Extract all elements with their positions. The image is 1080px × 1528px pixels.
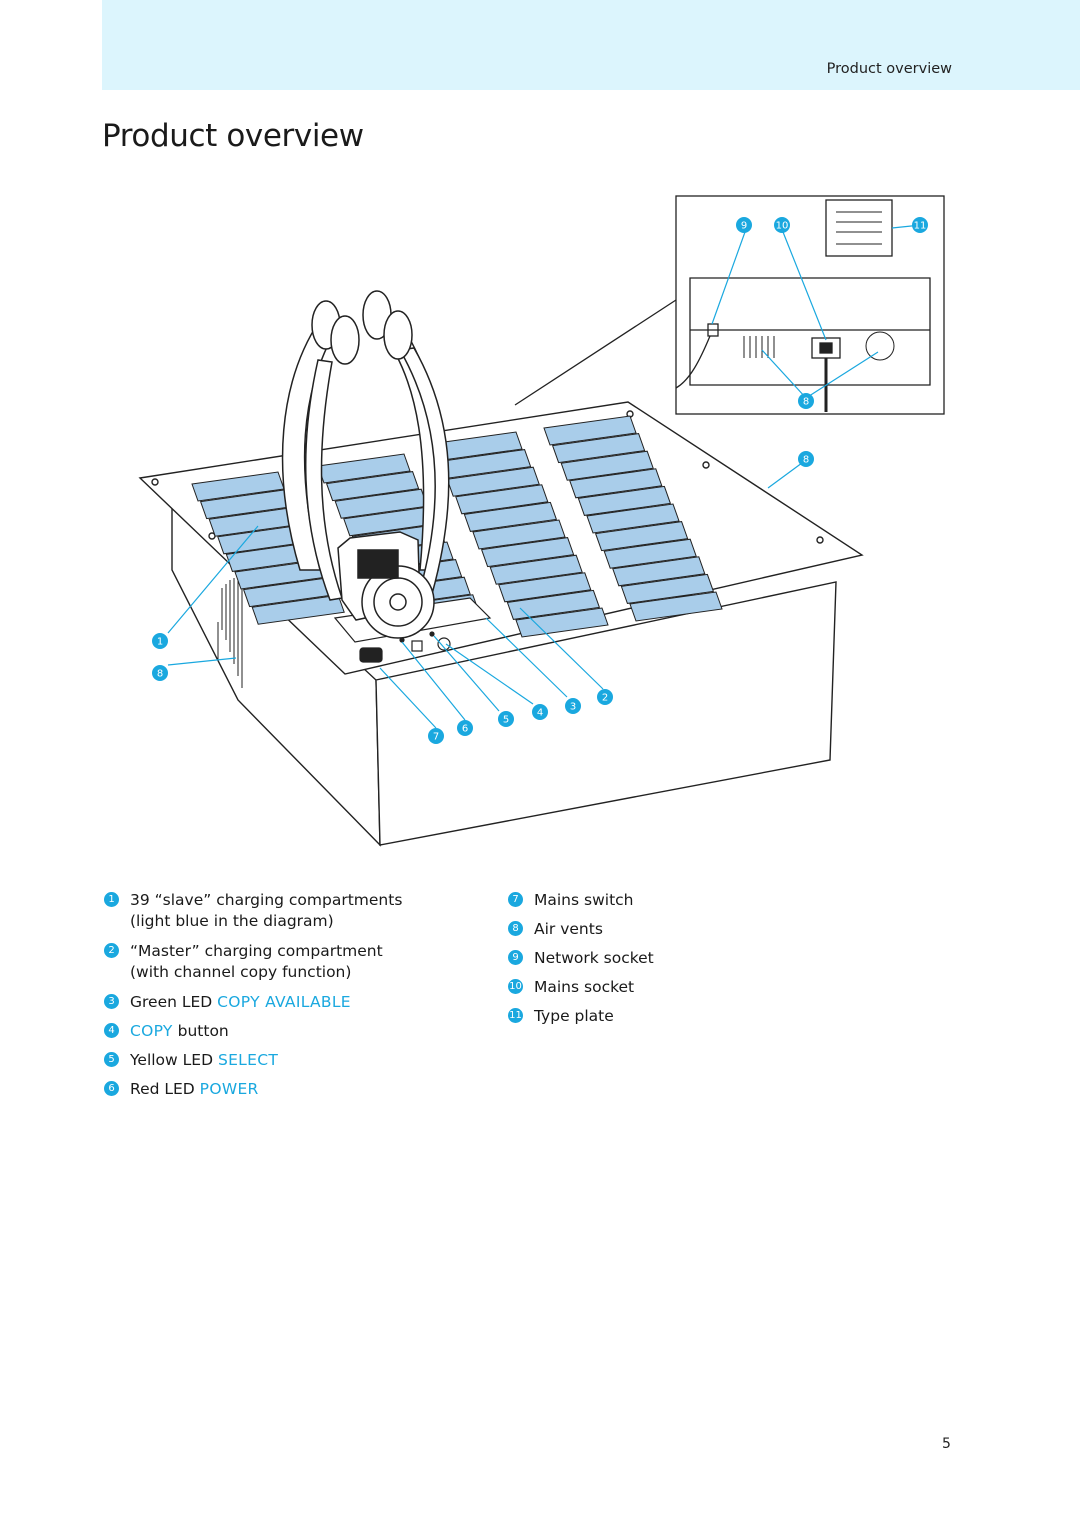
callout-badge-circle xyxy=(736,217,752,233)
callout-badge-label: 4 xyxy=(537,708,543,719)
legend-highlight: SELECT xyxy=(217,1051,279,1069)
diagram-callouts: 1 8 7 6 5 4 3 2 9 10 11 8 8 xyxy=(152,217,928,744)
compartment xyxy=(325,471,420,502)
compartment xyxy=(594,521,689,552)
left-air-vents xyxy=(217,578,243,688)
copy-available-led-symbol xyxy=(411,640,423,652)
legend-text-continued: (with channel copy function) xyxy=(130,963,352,981)
compartment xyxy=(498,572,592,603)
callout-badge-circle xyxy=(912,217,928,233)
callout-badge-label: 8 xyxy=(157,669,163,680)
callout-number-badge: 2 xyxy=(104,943,119,958)
callout-number-badge: 6 xyxy=(104,1081,119,1096)
running-header: Product overview xyxy=(826,61,952,77)
callout-badge-label: 8 xyxy=(803,397,809,408)
compartment xyxy=(577,485,672,516)
compartment xyxy=(551,433,646,464)
compartment xyxy=(629,591,723,622)
callout-number-badge: 4 xyxy=(104,1023,119,1038)
callout-badge-circle xyxy=(498,711,514,727)
legend-text: 39 “slave” charging compartments xyxy=(130,891,403,909)
compartment xyxy=(463,501,558,532)
callout-badge-label: 10 xyxy=(776,221,789,232)
compartment xyxy=(612,556,706,587)
callout-badge-circle xyxy=(798,393,814,409)
compartment xyxy=(251,594,345,625)
compartment xyxy=(586,503,680,534)
callout-badge-circle xyxy=(798,451,814,467)
legend-text: Type plate xyxy=(534,1007,614,1025)
legend-highlight: COPY xyxy=(130,1022,173,1040)
compartment xyxy=(446,466,540,497)
callout-badge-label: 3 xyxy=(570,702,576,713)
compartment xyxy=(472,519,566,550)
compartment xyxy=(480,537,575,568)
network-socket xyxy=(707,323,719,337)
callout-badge-label: 8 xyxy=(803,455,809,466)
legend-text: “Master” charging compartment xyxy=(130,942,383,960)
page-number: 5 xyxy=(942,1436,951,1452)
legend-text: Mains switch xyxy=(534,891,634,909)
callout-badge-label: 6 xyxy=(462,724,468,735)
compartment xyxy=(620,573,715,604)
callout-number-badge: 3 xyxy=(104,994,119,1009)
callout-badge-label: 7 xyxy=(433,732,439,743)
callout-badge-circle xyxy=(457,720,473,736)
callout-number-badge: 7 xyxy=(508,892,523,907)
callout-number-badge: 1 xyxy=(104,892,119,907)
legend-text: Mains socket xyxy=(534,978,635,996)
leader-lines xyxy=(167,224,922,729)
callout-number-badge: 9 xyxy=(508,950,523,965)
callout-badge-circle xyxy=(565,698,581,714)
legend-highlight: POWER xyxy=(199,1080,259,1098)
compartment xyxy=(560,450,654,481)
legend-text-continued: (light blue in the diagram) xyxy=(130,912,334,930)
compartment xyxy=(543,415,637,446)
callout-badge-circle xyxy=(152,633,168,649)
compartment xyxy=(603,538,697,569)
callout-number-badge: 10 xyxy=(508,979,523,994)
callout-badge-circle xyxy=(532,704,548,720)
callout-badge-label: 2 xyxy=(602,693,608,704)
headset-illustration xyxy=(281,290,450,639)
callout-badge-circle xyxy=(597,689,613,705)
compartment xyxy=(506,589,601,620)
legend-highlight: COPY AVAILABLE xyxy=(217,993,351,1011)
rear-panel-inset xyxy=(514,195,945,415)
legend-text: Network socket xyxy=(534,949,654,967)
mains-switch xyxy=(359,647,383,663)
callout-badge-label: 1 xyxy=(157,637,163,648)
callout-badge-label: 9 xyxy=(741,221,747,232)
legend-text: button xyxy=(172,1022,229,1040)
compartment xyxy=(569,468,663,499)
legend-right: 7 Mains switch 8 Air vents 9 Network soc… xyxy=(508,890,708,1030)
legend-text: Red LED xyxy=(130,1080,200,1098)
legend-left: 1 39 “slave” charging compartments (light… xyxy=(104,890,424,1110)
power-symbol xyxy=(437,637,451,651)
legend-text: Air vents xyxy=(534,920,603,938)
callout-badge-circle xyxy=(152,665,168,681)
product-diagram: 1 8 7 6 5 4 3 2 9 10 11 8 8 xyxy=(138,195,945,847)
page-title: Product overview xyxy=(102,118,364,154)
compartment xyxy=(515,607,609,638)
callout-badge-label: 11 xyxy=(914,221,927,232)
compartment xyxy=(455,484,549,515)
type-plate xyxy=(825,199,893,257)
callout-number-badge: 5 xyxy=(104,1052,119,1067)
compartment xyxy=(489,554,583,585)
header-band: Product overview xyxy=(102,0,1080,90)
callout-number-badge: 8 xyxy=(508,921,523,936)
callout-badge-circle xyxy=(428,728,444,744)
legend-text: Yellow LED xyxy=(130,1051,218,1069)
legend-text: Green LED xyxy=(130,993,218,1011)
callout-badge-label: 5 xyxy=(503,715,509,726)
rear-air-vents xyxy=(743,331,895,361)
callout-badge-circle xyxy=(774,217,790,233)
callout-number-badge: 11 xyxy=(508,1008,523,1023)
